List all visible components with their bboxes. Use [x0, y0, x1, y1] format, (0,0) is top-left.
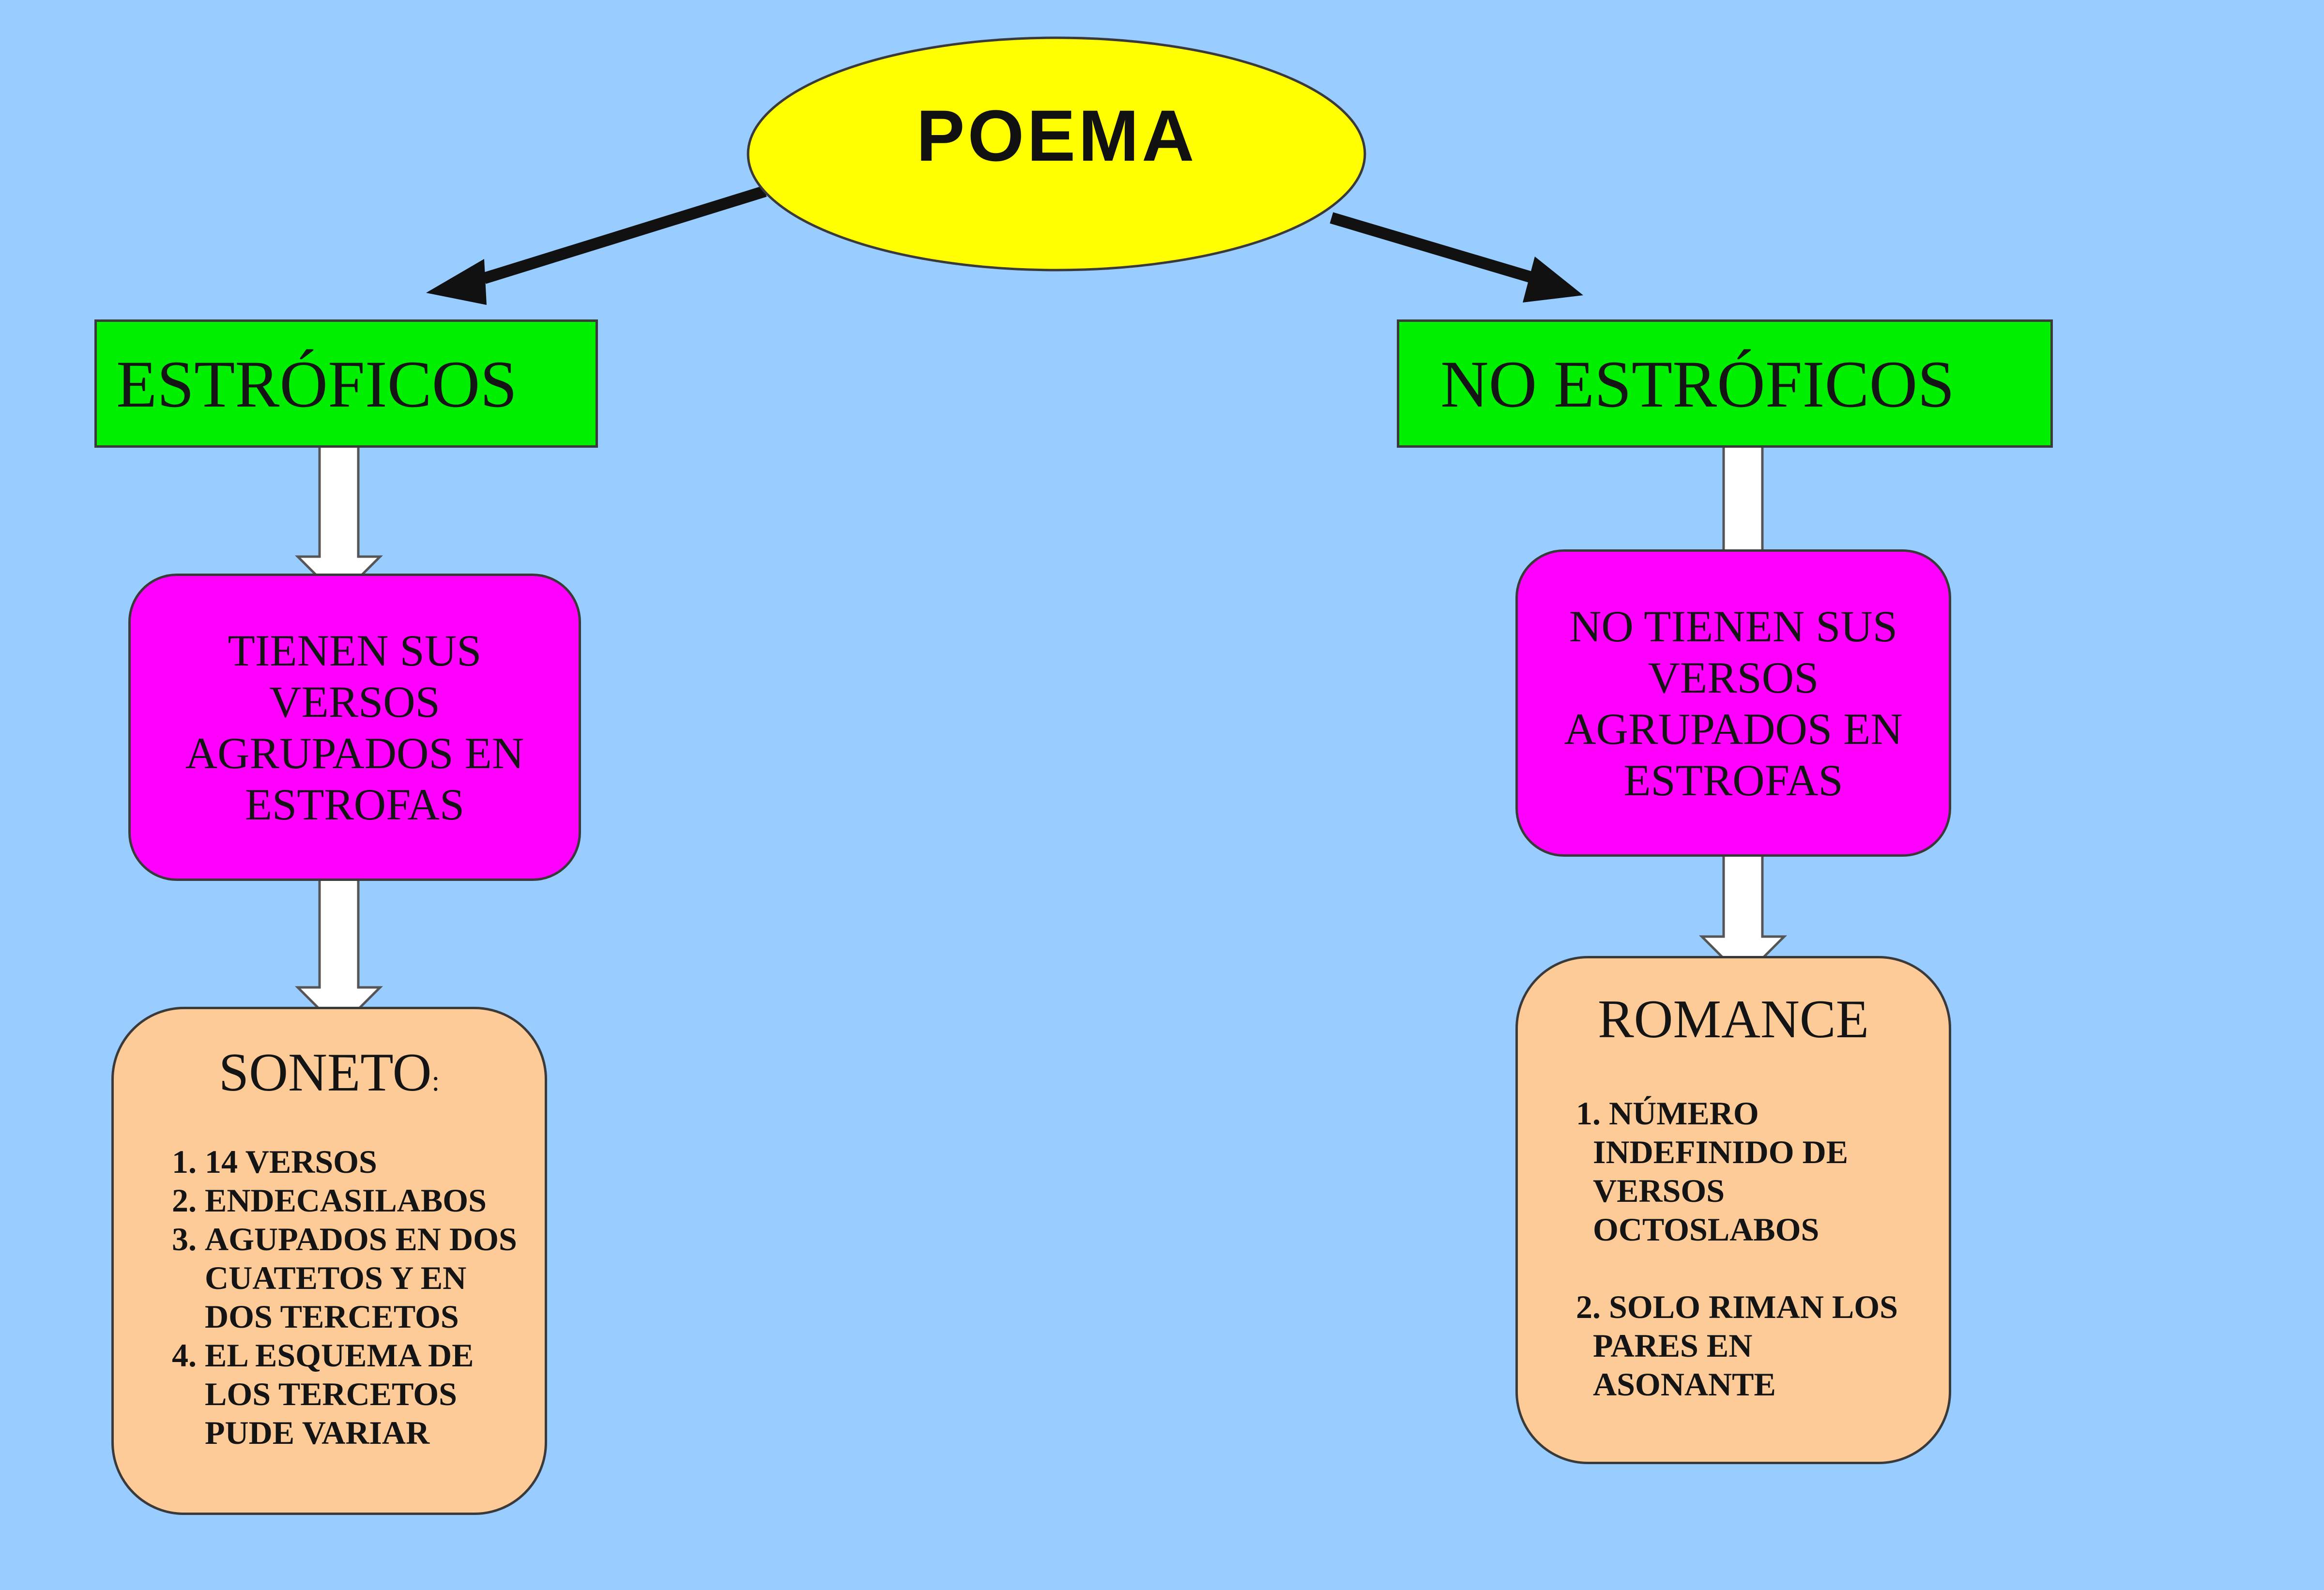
arrow-left-category-to-description — [294, 421, 383, 600]
category-estroficos: ESTRÓFICOS — [94, 319, 598, 448]
example-soneto-title-row: SONETO: — [114, 1045, 545, 1100]
description-estroficos-text: TIENEN SUS VERSOS AGRUPADOS EN ESTROFAS — [185, 625, 524, 829]
example-soneto-title: SONETO — [218, 1043, 432, 1103]
list-item: 1. NÚMERO INDEFINIDO DE VERSOS OCTOSLABO… — [1576, 1095, 1849, 1248]
list-item: 4.EL ESQUEMA DE LOS TERCETOS PUDE VARIAR — [172, 1337, 474, 1451]
list-item: 3.AGUPADOS EN DOS CUATETOS Y EN DOS TERC… — [172, 1221, 517, 1335]
category-no-estroficos-label: NO ESTRÓFICOS — [1440, 347, 1955, 421]
arrow-root-to-left — [426, 185, 767, 305]
description-estroficos: TIENEN SUS VERSOS AGRUPADOS EN ESTROFAS — [128, 574, 581, 881]
list-item: 1.14 VERSOS — [172, 1143, 377, 1180]
list-item: 2. SOLO RIMAN LOS PARES EN ASONANTE — [1576, 1288, 1898, 1403]
description-no-estroficos-text: NO TIENEN SUS VERSOS AGRUPADOS EN ESTROF… — [1564, 601, 1903, 805]
arrow-root-to-right — [1330, 212, 1583, 303]
description-no-estroficos: NO TIENEN SUS VERSOS AGRUPADOS EN ESTROF… — [1515, 549, 1951, 857]
root-label: POEMA — [916, 94, 1197, 176]
category-no-estroficos: NO ESTRÓFICOS — [1397, 319, 2053, 448]
example-romance-title: ROMANCE — [1597, 989, 1869, 1049]
list-item: 2.ENDECASILABOS — [172, 1182, 487, 1219]
example-soneto-title-suffix: : — [431, 1065, 440, 1097]
romance-list: 1. NÚMERO INDEFINIDO DE VERSOS OCTOSLABO… — [1576, 1094, 1915, 1404]
category-estroficos-label: ESTRÓFICOS — [116, 347, 518, 421]
root-ellipse — [747, 36, 1366, 272]
example-romance: ROMANCE 1. NÚMERO INDEFINIDO DE VERSOS O… — [1515, 956, 1951, 1464]
soneto-list: 1.14 VERSOS 2.ENDECASILABOS 3.AGUPADOS E… — [172, 1142, 520, 1452]
example-soneto: SONETO: 1.14 VERSOS 2.ENDECASILABOS 3.AG… — [111, 1007, 547, 1515]
